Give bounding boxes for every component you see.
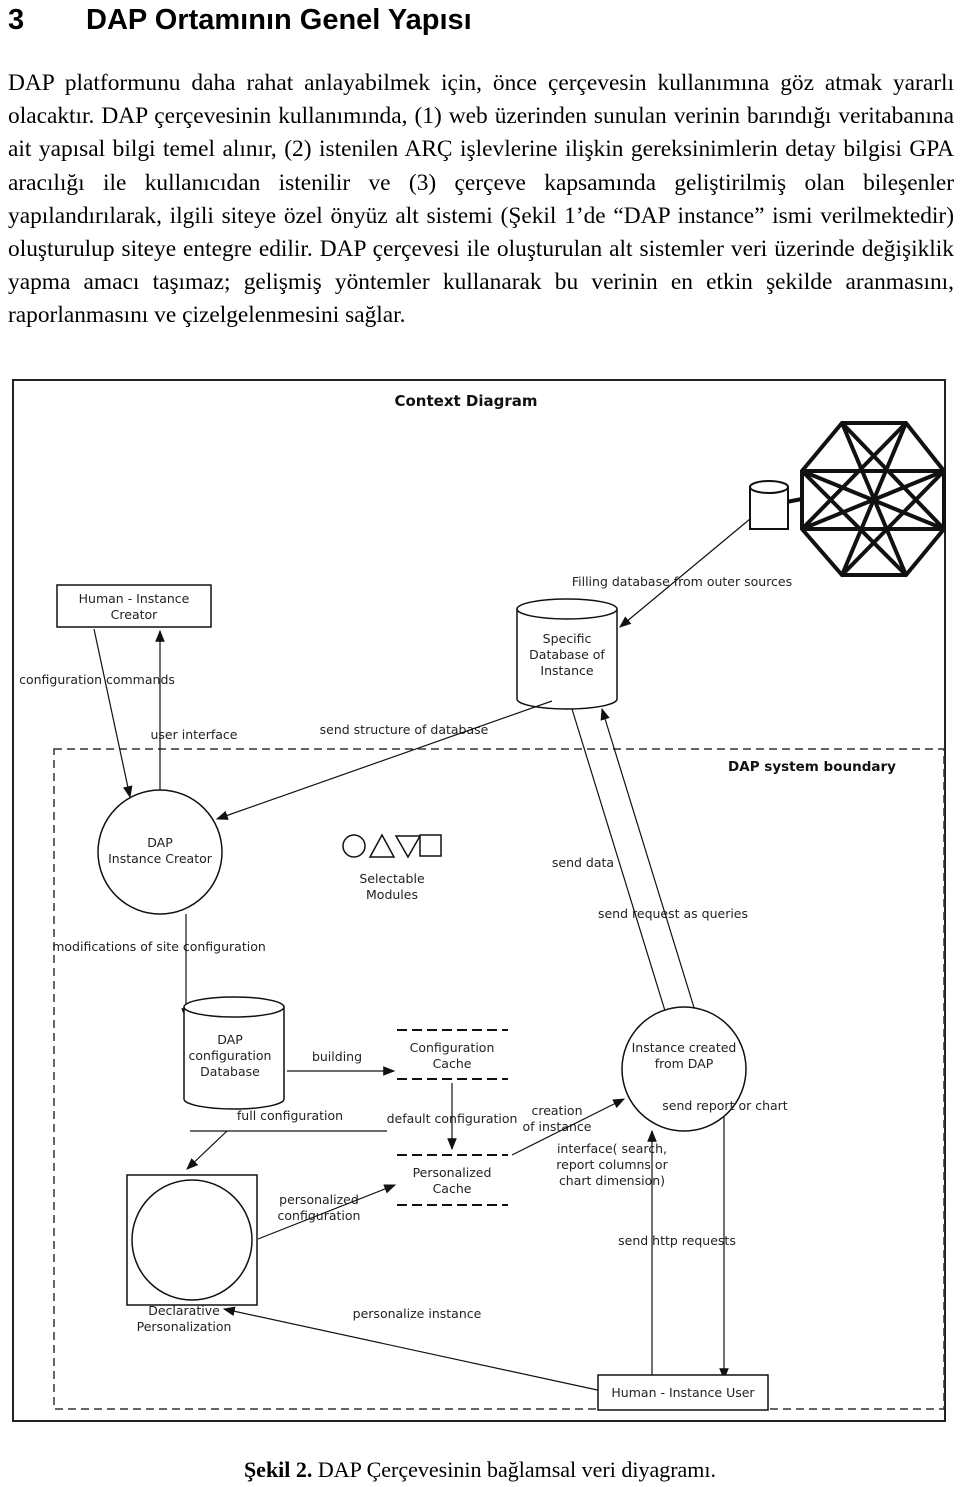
config-commands-label: configuration commands — [19, 672, 175, 687]
creation-label-2: of instance — [523, 1119, 592, 1134]
interface-label-1: interface( search, — [557, 1141, 667, 1156]
send-structure-arrow — [215, 700, 553, 820]
send-request-label: send request as queries — [598, 906, 748, 921]
section-number: 3 — [8, 4, 25, 36]
creation-label-1: creation — [531, 1103, 582, 1118]
caption-label: Şekil 2. — [243, 1457, 313, 1482]
declarative-label-1: Declarative — [148, 1303, 220, 1318]
user-interface-label: user interface — [151, 727, 238, 742]
modifications-label: modifications of site configuration — [52, 939, 266, 954]
filling-db-label: Filling database from outer sources — [572, 574, 792, 589]
send-structure-label: send structure of database — [320, 722, 489, 737]
human-creator-label-2: Creator — [111, 607, 158, 622]
specific-db-label-1: Specific — [543, 631, 592, 646]
config-db-label-2: configuration — [189, 1048, 272, 1063]
system-boundary — [53, 748, 945, 1410]
human-user-label: Human - Instance User — [611, 1385, 755, 1400]
section-title: DAP Ortamının Genel Yapısı — [86, 4, 472, 36]
specific-db-label-3: Instance — [540, 663, 593, 678]
declarative-label-2: Personalization — [137, 1319, 232, 1334]
human-instance-user-box — [597, 1374, 769, 1411]
personalized-cache-label-1: Personalized — [413, 1165, 492, 1180]
body-paragraph: DAP platformunu daha rahat anlayabilmek … — [8, 70, 954, 329]
send-report-label: send report or chart — [662, 1098, 788, 1113]
context-diagram: Context Diagram Human - Instance Creator… — [12, 379, 946, 1422]
external-sources-network-icon — [749, 421, 946, 577]
specific-db-label-2: Database of — [529, 647, 605, 662]
human-instance-creator-box — [56, 584, 212, 628]
diagram-title: Context Diagram — [394, 392, 537, 410]
config-cache-label-2: Cache — [433, 1056, 472, 1071]
system-boundary-label: DAP system boundary — [728, 759, 896, 775]
interface-label-3: chart dimension) — [559, 1173, 665, 1188]
personalized-cache-store — [397, 1154, 508, 1206]
full-configuration-arrow — [186, 1130, 228, 1170]
filling-db-arrow — [619, 518, 751, 628]
config-cache-label-1: Configuration — [410, 1040, 495, 1055]
selectable-modules-label-2: Modules — [366, 887, 418, 902]
instance-created-process — [621, 1006, 747, 1132]
instance-creator-label-2: Instance Creator — [108, 851, 213, 866]
declarative-personalization-process — [131, 1179, 253, 1301]
config-db-label-3: Database — [200, 1064, 260, 1079]
instance-created-label-1: Instance created — [632, 1040, 737, 1055]
context-diagram-svg: Context Diagram Human - Instance Creator… — [12, 379, 946, 1422]
personalized-config-arrow — [257, 1184, 397, 1240]
dap-instance-creator-process — [97, 789, 223, 915]
instance-creator-label-1: DAP — [147, 835, 173, 850]
instance-created-label-2: from DAP — [655, 1056, 714, 1071]
creation-arrow — [511, 1098, 626, 1156]
diagram-frame — [12, 379, 946, 1422]
personalized-config-label-1: personalized — [279, 1192, 359, 1207]
figure-caption: Şekil 2. DAP Çerçevesinin bağlamsal veri… — [0, 1457, 960, 1483]
personalize-instance-label: personalize instance — [353, 1306, 482, 1321]
config-commands-arrow — [93, 628, 133, 799]
building-label: building — [312, 1049, 362, 1064]
configuration-cache-store — [397, 1029, 508, 1080]
send-data-arrow — [571, 708, 672, 1029]
personalize-instance-arrow — [222, 1306, 603, 1392]
specific-database-cylinder — [516, 598, 618, 710]
section-heading: 3 DAP Ortamının Genel Yapısı — [8, 0, 948, 40]
selectable-modules-shapes-icon — [342, 833, 442, 859]
selectable-modules-label-1: Selectable — [359, 871, 425, 886]
send-data-label: send data — [552, 855, 614, 870]
dap-configuration-database-cylinder — [183, 996, 285, 1110]
send-request-arrow — [600, 707, 701, 1028]
config-db-label-1: DAP — [217, 1032, 243, 1047]
personalized-cache-label-2: Cache — [433, 1181, 472, 1196]
caption-text: DAP Çerçevesinin bağlamsal veri diyagram… — [317, 1457, 717, 1482]
send-http-label: send http requests — [618, 1233, 736, 1248]
human-creator-label-1: Human - Instance — [79, 591, 190, 606]
full-configuration-label: full configuration — [237, 1108, 343, 1123]
interface-label-2: report columns or — [556, 1157, 668, 1172]
